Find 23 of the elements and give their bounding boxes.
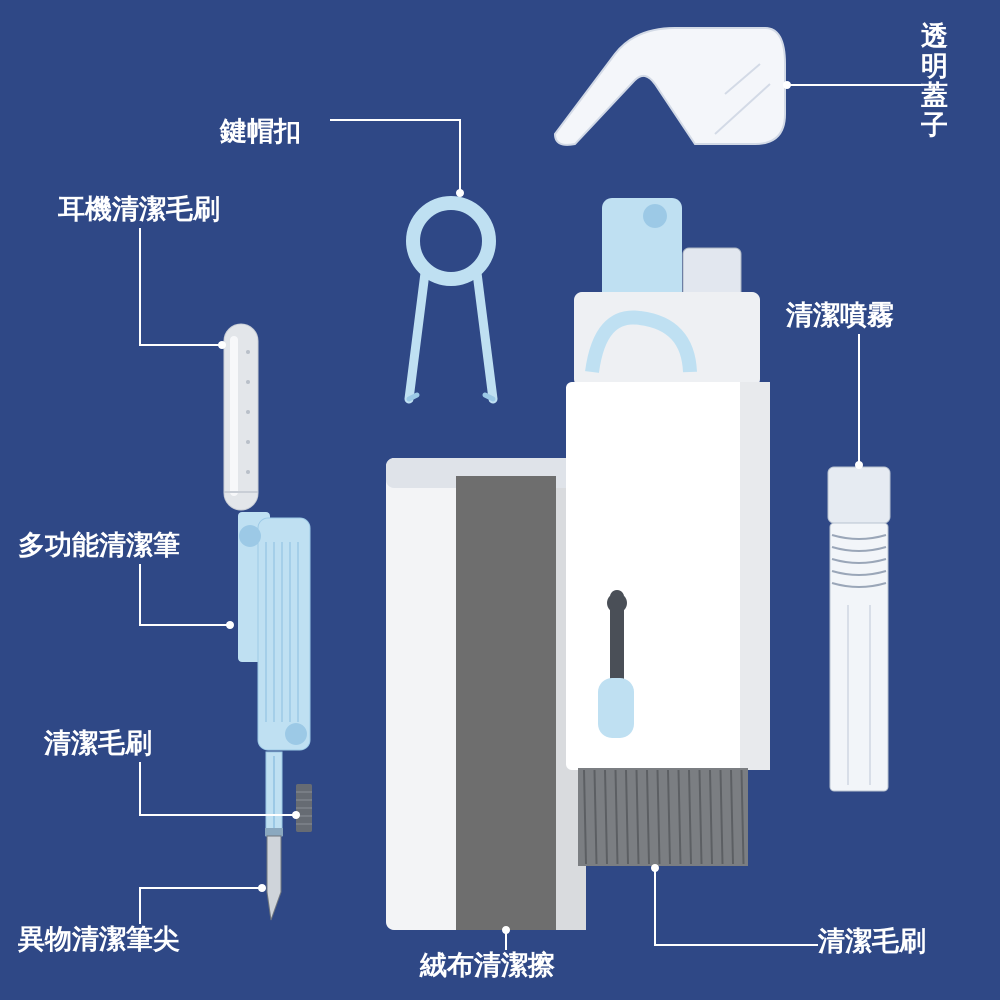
part-label: 絨布清潔擦: [420, 950, 555, 982]
earbud-brush-tip-drawing: [222, 322, 260, 512]
part-label: 多功能清潔筆: [18, 530, 180, 562]
part-label: 清潔毛刷: [44, 728, 152, 760]
cloth-pad-drawing: [456, 476, 556, 930]
part-label: 鍵帽扣: [220, 116, 301, 148]
leader-line: [783, 81, 921, 89]
spray-bottle-drawing: [826, 465, 892, 793]
leader-line: [855, 334, 863, 469]
part-label: 清潔毛刷: [818, 926, 926, 958]
part-label: 異物清潔筆尖: [18, 924, 180, 956]
leader-line: [651, 864, 818, 946]
leader-line: [139, 228, 226, 349]
bristle-brush-drawing: [578, 768, 748, 868]
small-brush-drawing: [296, 784, 312, 832]
leader-line: [139, 564, 234, 629]
leader-line: [502, 926, 510, 950]
leader-line: [139, 884, 266, 924]
leader-line: [139, 762, 300, 819]
leader-line: [330, 119, 464, 197]
part-label: 透明蓋子: [921, 22, 948, 141]
part-label: 清潔噴霧: [786, 300, 894, 332]
part-label: 耳機清潔毛刷: [58, 194, 220, 226]
